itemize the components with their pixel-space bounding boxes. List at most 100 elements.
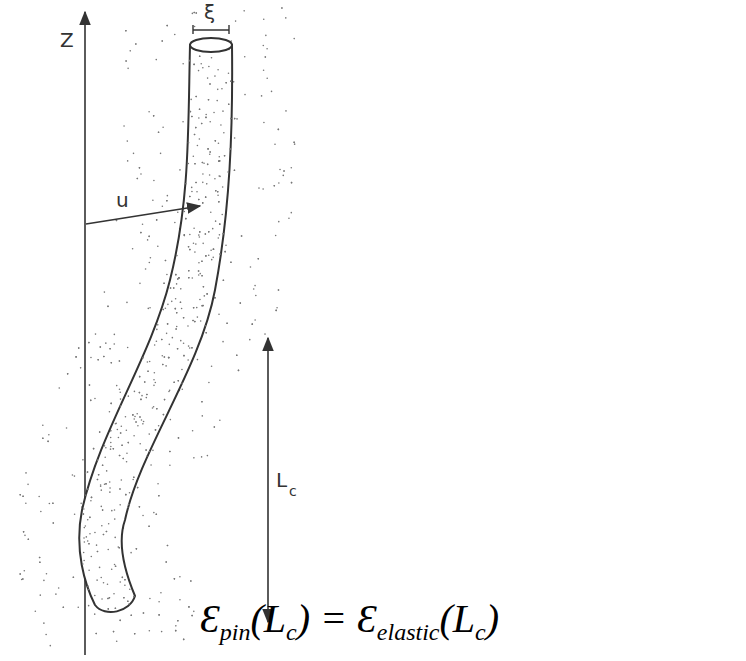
stipple-dot bbox=[192, 320, 194, 322]
stipple-dot bbox=[38, 496, 40, 498]
stipple-dot bbox=[22, 578, 24, 580]
stipple-dot bbox=[128, 442, 130, 444]
stipple-dot bbox=[158, 131, 160, 133]
stipple-dot bbox=[189, 347, 191, 349]
stipple-dot bbox=[91, 497, 93, 499]
stipple-dot bbox=[191, 347, 193, 349]
stipple-dot bbox=[142, 357, 144, 359]
stipple-dot bbox=[88, 570, 90, 572]
stipple-dot bbox=[164, 399, 166, 401]
stipple-dot bbox=[191, 347, 193, 349]
stipple-dot bbox=[132, 414, 134, 416]
stipple-dot bbox=[177, 278, 179, 280]
stipple-dot bbox=[198, 234, 200, 236]
stipple-dot bbox=[275, 310, 277, 312]
stipple-dot bbox=[145, 449, 147, 451]
stipple-dot bbox=[156, 219, 158, 221]
stipple-dot bbox=[199, 138, 201, 140]
stipple-dot bbox=[216, 100, 218, 102]
stipple-dot bbox=[167, 545, 169, 547]
stipple-dot bbox=[211, 259, 213, 261]
stipple-dot bbox=[122, 577, 124, 579]
stipple-dot bbox=[223, 279, 225, 281]
stipple-dot bbox=[126, 461, 128, 463]
stipple-dot bbox=[143, 612, 145, 614]
stipple-dot bbox=[201, 305, 203, 307]
stipple-dot bbox=[214, 178, 216, 180]
stipple-dot bbox=[125, 30, 127, 32]
stipple-dot bbox=[49, 503, 51, 505]
stipple-dot bbox=[94, 595, 96, 597]
stipple-dot bbox=[111, 362, 113, 364]
stipple-dot bbox=[83, 513, 85, 515]
stipple-dot bbox=[104, 483, 106, 485]
stipple-dot bbox=[234, 169, 236, 171]
stipple-dot bbox=[192, 277, 194, 279]
stipple-dot bbox=[202, 173, 204, 175]
stipple-dot bbox=[177, 620, 179, 622]
stipple-dot bbox=[194, 321, 196, 323]
stipple-dot bbox=[212, 228, 214, 230]
stipple-dot bbox=[214, 75, 216, 77]
stipple-dot bbox=[99, 431, 101, 433]
stipple-dot bbox=[105, 483, 107, 485]
stipple-dot bbox=[191, 116, 193, 118]
stipple-dot bbox=[146, 394, 148, 396]
stipple-dot bbox=[139, 376, 141, 378]
stipple-dot bbox=[165, 365, 167, 367]
stipple-dot bbox=[183, 639, 185, 641]
stipple-dot bbox=[88, 342, 90, 344]
stipple-dot bbox=[230, 118, 232, 120]
stipple-dot bbox=[89, 517, 91, 519]
stipple-dot bbox=[188, 270, 190, 272]
stipple-dot bbox=[146, 394, 148, 396]
stipple-dot bbox=[141, 419, 143, 421]
stipple-dot bbox=[183, 234, 185, 236]
stipple-dot bbox=[206, 293, 208, 295]
stipple-dot bbox=[189, 60, 191, 62]
stipple-dot bbox=[176, 255, 178, 257]
stipple-dot bbox=[265, 349, 267, 351]
stipple-dot bbox=[128, 603, 130, 605]
stipple-dot bbox=[205, 117, 207, 119]
stipple-dot bbox=[257, 258, 259, 260]
stipple-dot bbox=[127, 68, 129, 70]
stipple-dot bbox=[229, 148, 231, 150]
stipple-dot bbox=[275, 235, 277, 237]
stipple-dot bbox=[224, 251, 226, 253]
stipple-dot bbox=[153, 180, 155, 182]
stipple-dot bbox=[188, 277, 190, 279]
stipple-dot bbox=[178, 437, 180, 439]
stipple-dot bbox=[177, 380, 179, 382]
stipple-dot bbox=[97, 479, 99, 481]
stipple-dot bbox=[180, 301, 182, 303]
stipple-dot bbox=[88, 543, 90, 545]
stipple-dot bbox=[75, 356, 77, 358]
stipple-dot bbox=[161, 355, 163, 357]
stipple-dot bbox=[52, 522, 54, 524]
stipple-dot bbox=[193, 242, 195, 244]
stipple-dot bbox=[133, 596, 135, 598]
stipple-dot bbox=[209, 151, 211, 153]
stipple-dot bbox=[126, 430, 128, 432]
stipple-dot bbox=[219, 223, 221, 225]
stipple-dot bbox=[165, 260, 167, 262]
stipple-dot bbox=[266, 77, 268, 79]
stipple-dot bbox=[74, 475, 76, 477]
stipple-dot bbox=[103, 356, 105, 358]
stipple-dot bbox=[86, 536, 88, 538]
stipple-dot bbox=[39, 561, 41, 563]
stipple-dot bbox=[155, 382, 157, 384]
stipple-dot bbox=[87, 489, 89, 491]
stipple-dot bbox=[202, 305, 204, 307]
stipple-dot bbox=[145, 449, 147, 451]
stipple-dot bbox=[139, 392, 141, 394]
stipple-dot bbox=[133, 153, 135, 155]
stipple-dot bbox=[193, 155, 195, 157]
stipple-dot bbox=[265, 56, 267, 58]
stipple-dot bbox=[149, 262, 151, 264]
stipple-dot bbox=[190, 580, 192, 582]
stipple-dot bbox=[101, 598, 103, 600]
stipple-dot bbox=[142, 515, 144, 517]
stipple-dot bbox=[191, 191, 193, 193]
